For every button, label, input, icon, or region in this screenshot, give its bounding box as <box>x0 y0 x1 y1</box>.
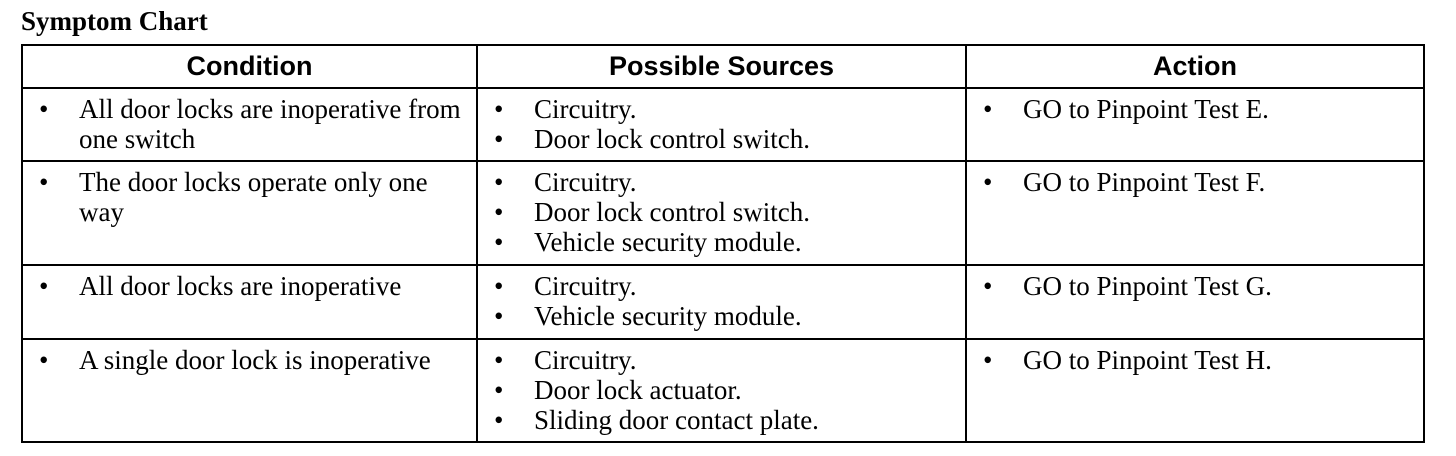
bullet-list: • GO to Pinpoint Test H. <box>975 345 1417 375</box>
list-item-text: GO to Pinpoint Test E. <box>1023 94 1269 124</box>
list-item: • Circuitry. <box>486 94 959 124</box>
bullet-icon: • <box>39 271 49 301</box>
bullet-icon: • <box>494 405 504 435</box>
list-item-text: All door locks are inoperative from one … <box>79 94 461 154</box>
list-item: • Sliding door contact plate. <box>486 405 959 435</box>
possible-sources-cell: • Circuitry. • Vehicle security module. <box>476 264 967 340</box>
action-cell: • GO to Pinpoint Test G. <box>965 264 1425 340</box>
list-item: • GO to Pinpoint Test G. <box>975 271 1417 301</box>
bullet-list: • Circuitry. • Door lock actuator. • Sliding … <box>486 345 959 435</box>
list-item: • GO to Pinpoint Test E. <box>975 94 1417 124</box>
bullet-list: • The door locks operate only one way <box>31 167 470 227</box>
bullet-icon: • <box>39 345 49 375</box>
list-item-text: Door lock control switch. <box>534 124 810 154</box>
list-item: • Vehicle security module. <box>486 301 959 331</box>
bullet-icon: • <box>983 345 993 375</box>
list-item: • The door locks operate only one way <box>31 167 470 227</box>
bullet-icon: • <box>494 375 504 405</box>
list-item-text: Circuitry. <box>534 271 637 301</box>
list-item-text: Sliding door contact plate. <box>534 405 819 435</box>
list-item-text: Circuitry. <box>534 94 637 124</box>
list-item: • Circuitry. <box>486 271 959 301</box>
bullet-list: • Circuitry. • Vehicle security module. <box>486 271 959 331</box>
table-row: • The door locks operate only one way • Cir… <box>21 160 1425 266</box>
list-item: • Vehicle security module. <box>486 227 959 257</box>
list-item-text: Vehicle security module. <box>534 301 802 331</box>
header-condition: Condition <box>21 44 478 89</box>
list-item-text: GO to Pinpoint Test F. <box>1023 167 1266 197</box>
list-item-text: Circuitry. <box>534 167 637 197</box>
list-item: • All door locks are inoperative from one… <box>31 94 470 154</box>
list-item: • GO to Pinpoint Test F. <box>975 167 1417 197</box>
list-item: • Door lock actuator. <box>486 375 959 405</box>
bullet-icon: • <box>39 167 49 197</box>
list-item: • Door lock control switch. <box>486 124 959 154</box>
bullet-list: • All door locks are inoperative <box>31 271 470 301</box>
table-row: • All door locks are inoperative • Circuitr… <box>21 264 1425 340</box>
list-item-text: A single door lock is inoperative <box>79 345 431 375</box>
bullet-icon: • <box>983 271 993 301</box>
list-item-text: The door locks operate only one way <box>79 167 428 227</box>
possible-sources-cell: • Circuitry. • Door lock control switch. <box>476 87 967 162</box>
list-item: • All door locks are inoperative <box>31 271 470 301</box>
list-item-text: Door lock actuator. <box>534 375 742 405</box>
header-possible-sources: Possible Sources <box>476 44 967 89</box>
bullet-list: • Circuitry. • Door lock control switch. • Ve… <box>486 167 959 257</box>
list-item: • GO to Pinpoint Test H. <box>975 345 1417 375</box>
possible-sources-cell: • Circuitry. • Door lock actuator. • Sliding … <box>476 338 967 443</box>
bullet-icon: • <box>494 167 504 197</box>
table-row: • All door locks are inoperative from one… <box>21 87 1425 162</box>
bullet-icon: • <box>494 345 504 375</box>
list-item-text: Vehicle security module. <box>534 227 802 257</box>
header-row: Condition Possible Sources Action <box>21 44 1425 89</box>
list-item-text: Circuitry. <box>534 345 637 375</box>
bullet-list: • GO to Pinpoint Test E. <box>975 94 1417 124</box>
bullet-list: • GO to Pinpoint Test G. <box>975 271 1417 301</box>
list-item: • Door lock control switch. <box>486 197 959 227</box>
condition-cell: • The door locks operate only one way <box>21 160 478 266</box>
action-cell: • GO to Pinpoint Test E. <box>965 87 1425 162</box>
symptom-table: Condition Possible Sources Action • All d… <box>21 44 1425 443</box>
bullet-icon: • <box>39 94 49 124</box>
document-title: Symptom Chart <box>21 6 208 36</box>
bullet-icon: • <box>494 271 504 301</box>
list-item: • Circuitry. <box>486 345 959 375</box>
bullet-list: • GO to Pinpoint Test F. <box>975 167 1417 197</box>
action-cell: • GO to Pinpoint Test F. <box>965 160 1425 266</box>
action-cell: • GO to Pinpoint Test H. <box>965 338 1425 443</box>
list-item-text: Door lock control switch. <box>534 197 810 227</box>
bullet-icon: • <box>494 197 504 227</box>
bullet-icon: • <box>494 124 504 154</box>
list-item-text: GO to Pinpoint Test H. <box>1023 345 1272 375</box>
table-row: • A single door lock is inoperative • Circu… <box>21 338 1425 443</box>
bullet-list: • All door locks are inoperative from one… <box>31 94 470 154</box>
condition-cell: • All door locks are inoperative from one… <box>21 87 478 162</box>
bullet-icon: • <box>983 167 993 197</box>
list-item: • Circuitry. <box>486 167 959 197</box>
condition-cell: • A single door lock is inoperative <box>21 338 478 443</box>
list-item-text: GO to Pinpoint Test G. <box>1023 271 1272 301</box>
list-item: • A single door lock is inoperative <box>31 345 470 375</box>
bullet-icon: • <box>494 94 504 124</box>
bullet-icon: • <box>494 301 504 331</box>
bullet-list: • A single door lock is inoperative <box>31 345 470 375</box>
possible-sources-cell: • Circuitry. • Door lock control switch. • Ve… <box>476 160 967 266</box>
bullet-icon: • <box>494 227 504 257</box>
list-item-text: All door locks are inoperative <box>79 271 402 301</box>
bullet-icon: • <box>983 94 993 124</box>
bullet-list: • Circuitry. • Door lock control switch. <box>486 94 959 154</box>
header-action: Action <box>965 44 1425 89</box>
condition-cell: • All door locks are inoperative <box>21 264 478 340</box>
